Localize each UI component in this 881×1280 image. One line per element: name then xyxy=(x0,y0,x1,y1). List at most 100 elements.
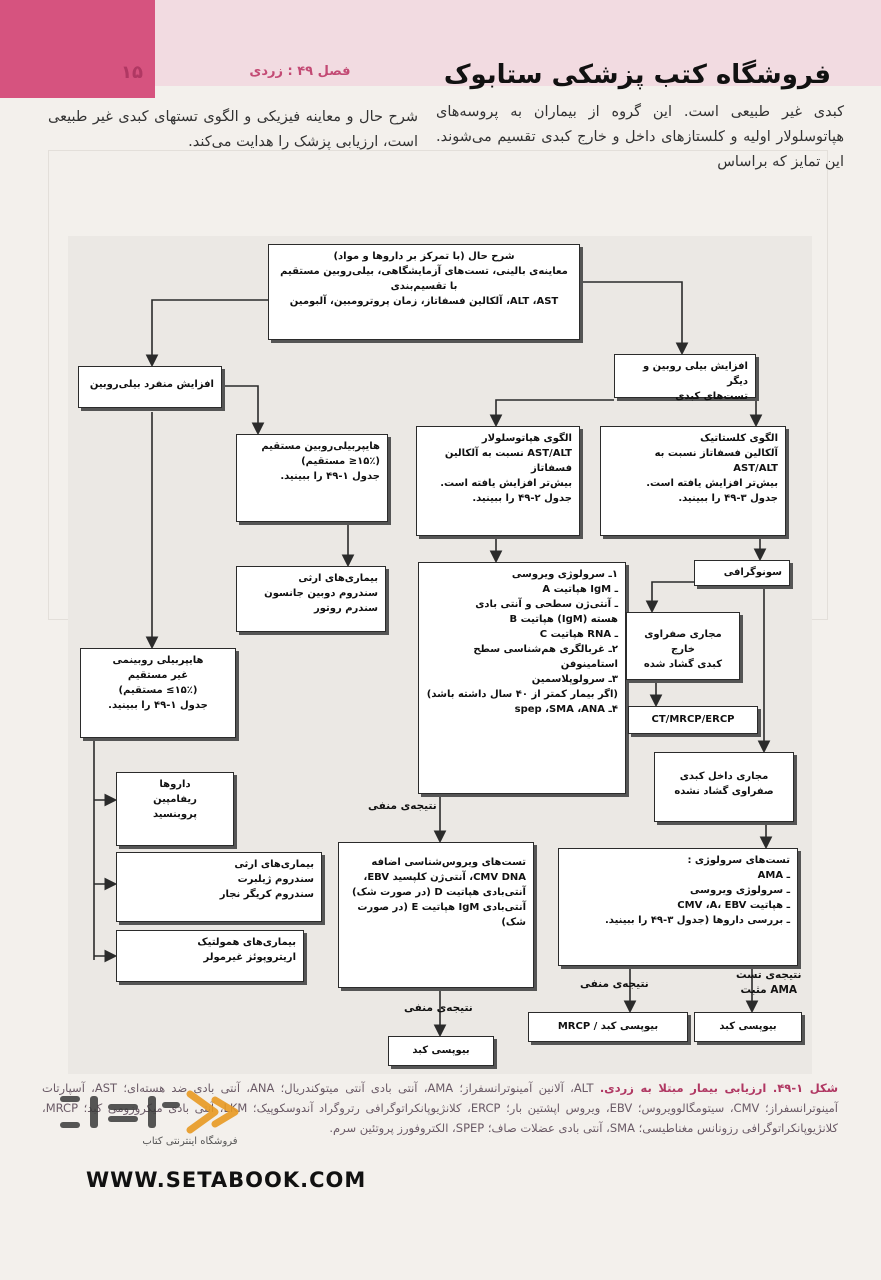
drugs-box: داروها ریفامپین پروبنسید xyxy=(116,772,234,846)
ct-mrcp-ercp-box: CT/MRCP/ERCP xyxy=(628,706,758,734)
site-url-text: WWW.SETABOOK.COM xyxy=(86,1168,367,1192)
hepato-line: جدول ۲-۴۹ را ببینید. xyxy=(472,493,572,504)
inherited-indirect-box: بیماری‌های ارثی سندروم ژیلبرت سندروم کری… xyxy=(116,852,322,922)
body-text-left: شرح حال و معاینه فیزیکی و الگوی تستهای ک… xyxy=(48,109,418,150)
cholestatic-line: آلکالین فسفاتاز نسبت به AST/ALT xyxy=(654,448,778,474)
indirect-line: جدول ۱-۴۹ را ببینید. xyxy=(108,700,208,711)
serology-line: ۳ـ سرولوپلاسمین xyxy=(531,674,618,685)
extra-line: آنتی‌بادی IgM هپاتیت E (در صورت xyxy=(357,902,526,913)
hemolytic-box: بیماری‌های همولتیک اریتروپوئز غیرمولر xyxy=(116,930,304,982)
serology-line: ـ IgM هپاتیت A xyxy=(542,584,618,595)
caption-title: شکل ۱-۴۹. ارزیابی بیمار مبتلا به زردی. xyxy=(599,1081,839,1095)
negative-result-label: نتیجه‌ی منفی xyxy=(580,978,649,990)
not-dilated-ducts-box: مجاری داخل کبدی صفراوی گشاد نشده xyxy=(654,752,794,822)
biopsy-left-box: بیوپسی کبد xyxy=(388,1036,494,1066)
elevated-line: افزایش بیلی روبین و دیگر xyxy=(642,361,748,387)
store-title: فروشگاه کتب پزشکی ستابوک xyxy=(443,60,832,90)
history-line: ALT ،AST، آلکالین فسفاتاز، زمان پروترومب… xyxy=(289,296,559,307)
sono-line: سونوگرافی xyxy=(723,567,782,578)
negative-result-label: نتیجه‌ی منفی xyxy=(404,1002,473,1014)
inherited-line: سندروم دوبین جانسون xyxy=(264,588,378,599)
direct-line: جدول ۱-۴۹ را ببینید. xyxy=(280,471,380,482)
not-dilated-line: مجاری داخل کبدی xyxy=(679,771,769,782)
figure-caption: شکل ۱-۴۹. ارزیابی بیمار مبتلا به زردی. A… xyxy=(42,1078,838,1138)
biopsy-right-box: بیوپسی کبد xyxy=(694,1012,802,1042)
biopsy-mrcp-line: بیوپسی کبد / MRCP xyxy=(557,1021,659,1032)
cholestatic-line: بیش‌تر افزایش یافته است. xyxy=(646,478,778,489)
extra-line: CMV DNA، آنتی‌ژن کلپسید EBV، xyxy=(363,872,526,883)
drugs-line: پروبنسید xyxy=(152,809,198,820)
cholestatic-line: جدول ۳-۴۹ را ببینید. xyxy=(678,493,778,504)
hepato-line: الگوی هپاتوسلولار xyxy=(481,433,572,444)
indirect-hyperbilirubin-box: هایپربیلی روبینمی غیر مستقیم (۱۵٪≥ مستقی… xyxy=(80,648,236,738)
serology-line: هسته (IgM) هپاتیت B xyxy=(509,614,618,625)
inherited-direct-box: بیماری‌های ارثی سندروم دوبین جانسون سندر… xyxy=(236,566,386,632)
setabook-logo-icon xyxy=(60,1090,239,1134)
hemolytic-line: بیماری‌های همولتیک xyxy=(197,937,296,948)
body-text-right: کبدی غیر طبیعی است. این گروه از بیماران … xyxy=(436,104,844,170)
serologic-line: تست‌های سرولوژی : xyxy=(687,855,790,866)
inherited-indirect-line: بیماری‌های ارثی xyxy=(234,859,314,870)
indirect-line: هایپربیلی روبینمی xyxy=(112,655,204,666)
dilated-line: کبدی گشاد شده xyxy=(643,659,723,670)
extra-line: تست‌های ویروس‌شناسی اضافه xyxy=(371,857,526,868)
sonography-box: سونوگرافی xyxy=(694,560,790,586)
serology-line: ـ RNA هپاتیت C xyxy=(539,629,618,640)
serology-line: ـ آنتی‌ژن سطحی و آنتی بادی xyxy=(475,599,618,610)
dilated-line: مجاری صفراوی خارج xyxy=(644,629,722,655)
drugs-line: ریفامپین xyxy=(153,794,197,805)
serologic-tests-box: تست‌های سرولوژی : ـ AMA ـ سرولوژی ویروسی… xyxy=(558,848,798,966)
inherited-indirect-line: سندروم ژیلبرت xyxy=(237,874,314,885)
negative-result-label: نتیجه‌ی منفی xyxy=(368,800,437,812)
serology-line: ۱ـ سرولوژی ویروسی xyxy=(511,569,618,580)
serology-line: ۲ـ غربالگری هم‌شناسی سطح استامینوفن xyxy=(473,644,618,670)
direct-line: هایپربیلی‌روبین مستقیم xyxy=(261,441,380,452)
caption-text: ALT، آلانین آمینوترانسفراز؛ AMA، آنتی با… xyxy=(42,1081,838,1135)
viral-serology-box: ۱ـ سرولوژی ویروسی ـ IgM هپاتیت A ـ آنتی‌… xyxy=(418,562,626,794)
header-pale-band xyxy=(155,0,881,86)
serologic-line: ـ هپاتیت CMV ،A، EBV xyxy=(677,900,790,911)
ama-line: AMA مثبت xyxy=(740,984,798,996)
hemolytic-line: اریتروپوئز غیرمولر xyxy=(203,952,296,963)
serology-line: ۴ـ spep ،SMA ،ANA xyxy=(514,704,618,715)
header-pink-band xyxy=(0,0,155,98)
isolated-bilirubin-box: افزایش منفرد بیلی‌روبین xyxy=(78,366,222,408)
elevated-tests-box: افزایش بیلی روبین و دیگر تست‌های کبدی xyxy=(614,354,756,402)
hepatocellular-box: الگوی هپاتوسلولار AST/ALT نسبت به آلکالی… xyxy=(416,426,580,536)
logo-subtitle: فروشگاه اینترنتی کتاب xyxy=(142,1136,238,1147)
cholestatic-line: الگوی کلستاتیک xyxy=(700,433,778,444)
serologic-line: ـ سرولوژی ویروسی xyxy=(690,885,790,896)
hepato-line: بیش‌تر افزایش یافته است. xyxy=(440,478,572,489)
ama-line: نتیجه‌ی تست xyxy=(736,969,802,981)
indirect-line: غیر مستقیم xyxy=(127,670,189,681)
biopsy-right-line: بیوپسی کبد xyxy=(719,1021,777,1032)
cholestatic-box: الگوی کلستاتیک آلکالین فسفاتاز نسبت به A… xyxy=(600,426,786,536)
site-url: WWW.SETABOOK.COM xyxy=(86,1168,386,1198)
hepato-line: AST/ALT نسبت به آلکالین فسفاتاز xyxy=(444,448,572,474)
history-line: معاینه‌ی بالینی، تست‌های آزمایشگاهی، بیل… xyxy=(280,266,568,292)
indirect-line: (۱۵٪≥ مستقیم) xyxy=(118,685,198,696)
direct-hyperbilirubin-box: هایپربیلی‌روبین مستقیم (۱۵٪≤ مستقیم) جدو… xyxy=(236,434,388,522)
history-line: شرح حال (با تمرکز بر داروها و مواد) xyxy=(333,251,515,262)
drugs-line: داروها xyxy=(159,779,191,790)
isolated-line: افزایش منفرد بیلی‌روبین xyxy=(89,379,214,390)
dilated-ducts-box: مجاری صفراوی خارج کبدی گشاد شده xyxy=(626,612,740,680)
elevated-line: تست‌های کبدی xyxy=(675,391,748,402)
inherited-indirect-line: سندروم کریگر نجار xyxy=(219,889,314,900)
biopsy-mrcp-box: بیوپسی کبد / MRCP xyxy=(528,1012,688,1042)
chapter-title: فصل ۴۹ : زردی xyxy=(249,64,351,79)
inherited-line: سندرم روتور xyxy=(313,603,378,614)
not-dilated-line: صفراوی گشاد نشده xyxy=(674,786,774,797)
extra-line: شک) xyxy=(501,917,526,928)
extra-virology-box: تست‌های ویروس‌شناسی اضافه CMV DNA، آنتی‌… xyxy=(338,842,534,988)
serology-line: (اگر بیمار کمتر از ۴۰ سال داشته باشد) xyxy=(426,689,618,700)
serologic-line: ـ بررسی داروها (جدول ۳-۴۹ را ببینید. xyxy=(605,915,790,926)
direct-line: (۱۵٪≤ مستقیم) xyxy=(301,456,380,467)
ct-line: CT/MRCP/ERCP xyxy=(651,714,735,725)
extra-line: آنتی‌بادی هپاتیت D (در صورت شک) xyxy=(352,887,526,898)
history-box: شرح حال (با تمرکز بر داروها و مواد) معای… xyxy=(268,244,580,340)
inherited-line: بیماری‌های ارثی xyxy=(298,573,378,584)
serologic-line: ـ AMA xyxy=(757,870,790,881)
ama-positive-label: نتیجه‌ی تست AMA مثبت xyxy=(736,968,801,998)
